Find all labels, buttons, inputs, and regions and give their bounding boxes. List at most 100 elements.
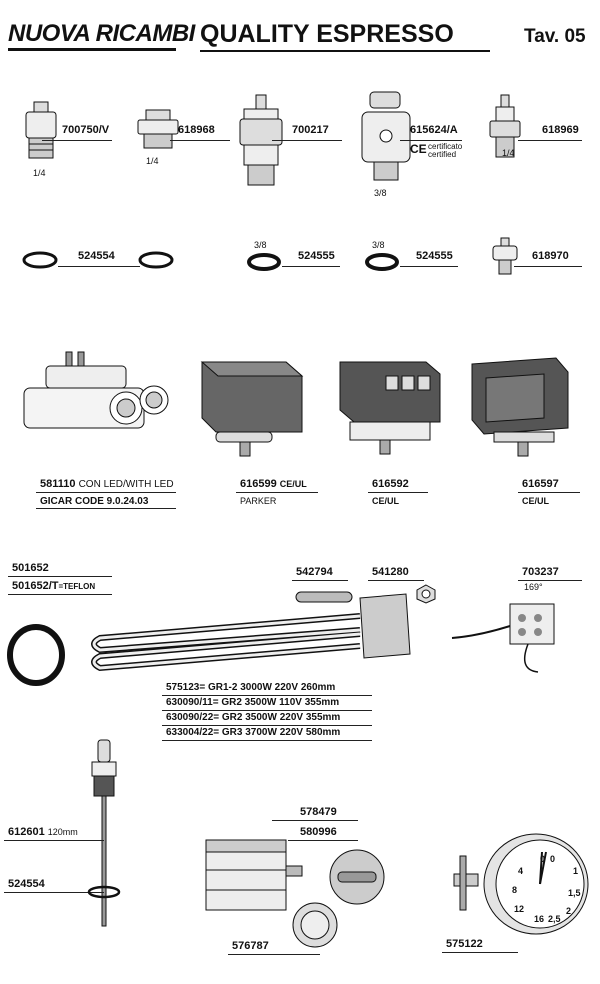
leader-line [514,266,582,267]
leader-line [162,740,372,741]
part-code-541280: 541280 [372,566,409,578]
leader-line [162,710,372,711]
leader-line [42,140,112,141]
thread-size: 3/8 [254,240,267,250]
leader-line [272,820,358,821]
flowmeter-drawing [23,351,169,429]
leader-line [288,840,358,841]
part-code-501652t: 501652/T=TEFLON [12,580,95,592]
leader-line [518,492,580,493]
pressure-gauge-drawing [453,833,589,935]
valve-618968-drawing [137,109,179,149]
thermostat-temp: 169° [524,582,543,592]
spring-drawing [295,591,353,603]
probe-ring-icon [87,885,121,899]
gauge-mark: 0 [550,854,556,864]
gauge-mark: 0 [540,854,546,864]
thread-size: 3/8 [372,240,385,250]
rotary-switch-drawing [205,839,303,911]
teflon-note: =TEFLON [58,582,96,591]
element-spec-row: 633004/22= GR3 3700W 220V 580mm [166,727,341,738]
thread-size: 1/4 [502,148,515,158]
leader-line [162,725,372,726]
part-code-612601: 612601 120mm [8,826,78,838]
part-code-618968: 618968 [178,124,215,136]
part-code-524555: 524555 [298,250,335,262]
gauge-mark: 8 [512,885,518,895]
gauge-mark: 2 [566,906,572,916]
leader-line [4,892,104,893]
part-code-524554: 524554 [78,250,115,262]
element-spec-row: 630090/11= GR2 3500W 110V 355mm [166,697,340,708]
part-code-576787: 576787 [232,940,269,952]
thread-size: 3/8 [374,188,387,198]
code-text: 581110 [40,478,76,490]
gasket-ring-icon [247,253,281,271]
part-code-615624a: 615624/A [410,124,458,136]
table-number: Tav. 05 [524,26,586,47]
page-title: QUALITY ESPRESSO [200,20,454,48]
thread-size: 1/4 [33,168,46,178]
heating-element-drawing [91,593,411,672]
cert-label: CE/UL [522,496,549,506]
leader-line [170,140,230,141]
part-code-616592: 616592 [372,478,409,490]
leader-line [442,952,518,953]
nut-icon [416,584,436,604]
cert-label: CE/UL [372,496,399,506]
level-probe-drawing [91,739,117,927]
leader-line [8,576,112,577]
part-code-618969: 618969 [542,124,579,136]
gasket-ring-icon [22,251,58,269]
code-text: 616599 [240,478,277,490]
part-code-524555b: 524555 [416,250,453,262]
cert-label: CE/UL [279,479,307,489]
pressurestat-616592-drawing [339,361,441,455]
gauge-mark: 2,5 [548,914,561,924]
leader-line [518,580,582,581]
leader-line [282,266,340,267]
cert-label-it: certificato [428,142,463,151]
large-gasket-icon [7,624,65,686]
pressurestat-616597-drawing [471,357,569,457]
leader-line [368,492,428,493]
valve-615624a-drawing [361,91,411,181]
part-code-700750v: 700750/V [62,124,110,136]
leader-line [400,140,462,141]
element-spec-row: 630090/22= GR2 3500W 220V 355mm [166,712,341,723]
title-underline [200,50,490,52]
part-code-542794: 542794 [296,566,333,578]
valve-700750v-drawing [25,101,57,159]
gicar-code: GICAR CODE 9.0.24.03 [40,496,149,507]
gauge-mark: 12 [514,904,525,914]
leader-line [36,492,176,493]
maker-label: PARKER [240,496,277,506]
leader-line [58,266,140,267]
cert-label-en: certified [428,150,457,159]
part-code-580996: 580996 [300,826,337,838]
code-text: 612601 [8,826,45,838]
gauge-mark: 16 [534,914,545,924]
flowmeter-desc: CON LED/WITH LED [78,479,174,490]
leader-line [236,492,318,493]
leader-line [272,140,342,141]
brand-logo: NUOVA RICAMBI [8,20,195,47]
leader-line [36,508,176,509]
part-code-524554b: 524554 [8,878,45,890]
part-code-578479: 578479 [300,806,337,818]
gauge-mark: 1 [573,866,579,876]
part-code-703237: 703237 [522,566,559,578]
valve-700217-drawing [239,94,283,186]
gauge-mark: 1,5 [568,888,581,898]
part-code-616599: 616599 CE/UL [240,478,307,490]
leader-line [292,580,348,581]
probe-length: 120mm [47,827,78,837]
leader-line [400,266,458,267]
leader-line [228,954,320,955]
code-text: 501652/T [12,580,59,592]
gasket-ring-icon [138,251,174,269]
leader-line [518,140,582,141]
leader-line [368,580,424,581]
ce-mark: CE [410,142,427,156]
part-code-618970: 618970 [532,250,569,262]
